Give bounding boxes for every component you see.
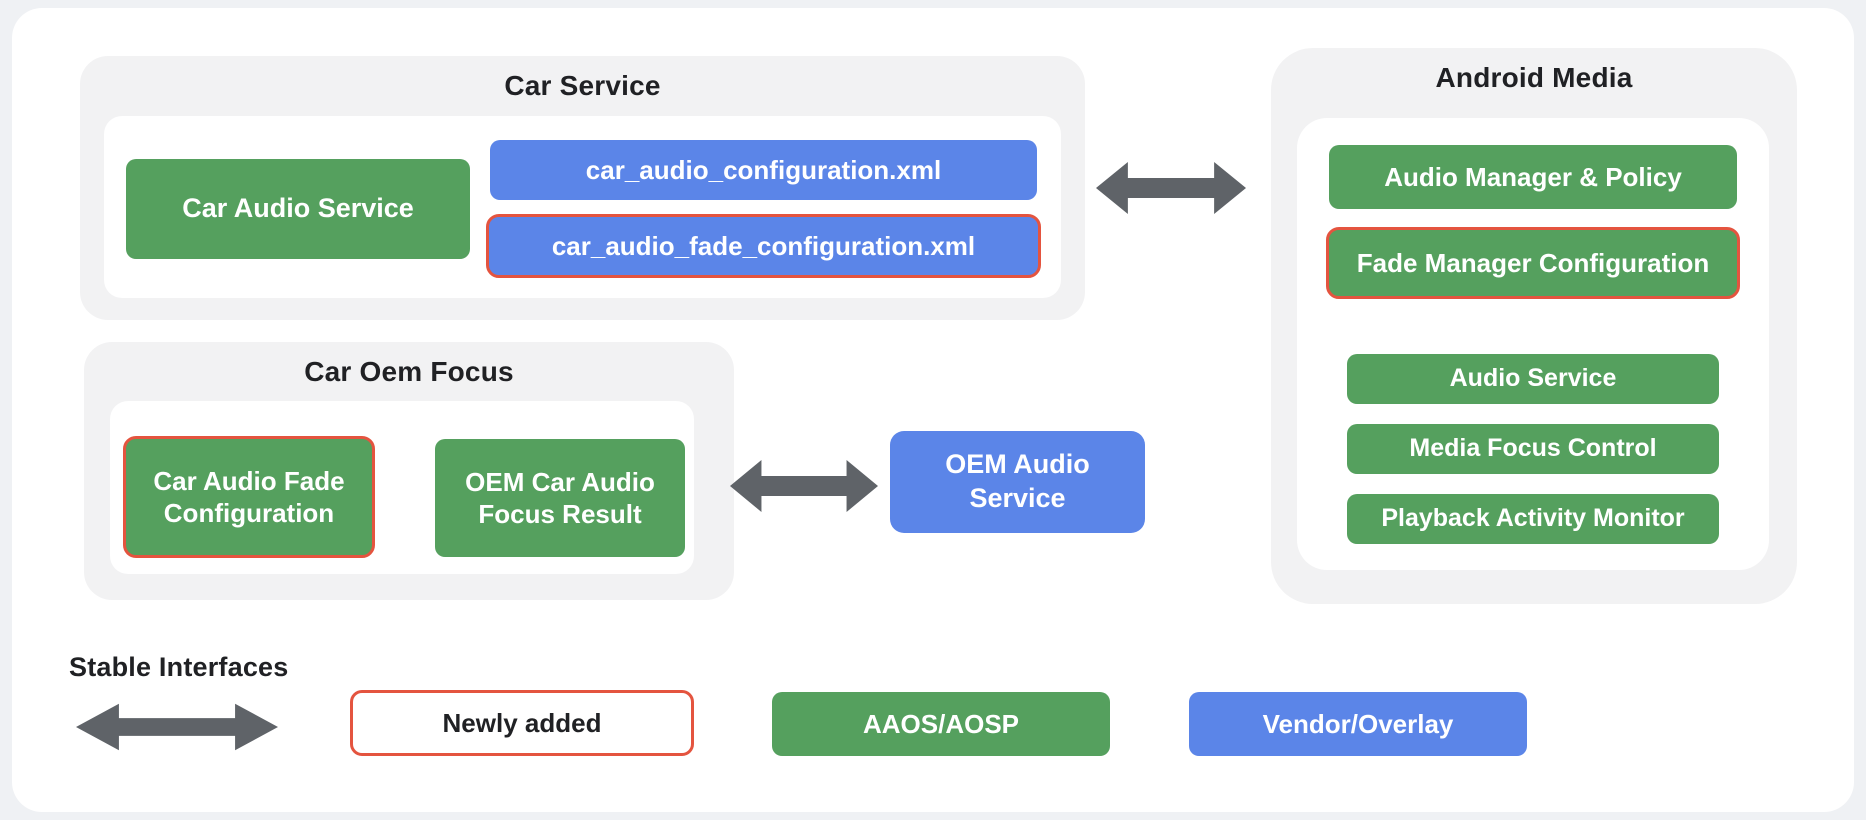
box-car-audio-fade-configuration: Car Audio Fade Configuration [123,436,375,558]
double-arrow-icon [730,460,878,512]
box-audio-service: Audio Service [1347,354,1719,404]
legend-aaos-aosp: AAOS/AOSP [772,692,1110,756]
group-title-android-media: Android Media [1435,62,1633,93]
box-audio-manager-policy: Audio Manager & Policy [1329,145,1737,209]
box-car-audio-fade-configuration-xml: car_audio_fade_configuration.xml [486,214,1041,278]
box-car-audio-configuration-xml: car_audio_configuration.xml [490,140,1037,200]
stable-interface-arrow-icon [76,703,278,751]
box-car-audio-service: Car Audio Service [126,159,470,259]
box-fade-manager-configuration: Fade Manager Configuration [1326,227,1740,299]
box-oem-car-audio-focus-result: OEM Car Audio Focus Result [435,439,685,557]
group-title-car-oem-focus: Car Oem Focus [304,356,514,387]
group-title-car-service: Car Service [504,70,661,101]
box-oem-audio-service: OEM Audio Service [890,431,1145,533]
legend-newly-added: Newly added [350,690,694,756]
legend-vendor-overlay: Vendor/Overlay [1189,692,1527,756]
box-playback-activity-monitor: Playback Activity Monitor [1347,494,1719,544]
box-media-focus-control: Media Focus Control [1347,424,1719,474]
legend-stable-interfaces-label: Stable Interfaces [69,652,289,682]
double-arrow-icon [1096,162,1246,214]
